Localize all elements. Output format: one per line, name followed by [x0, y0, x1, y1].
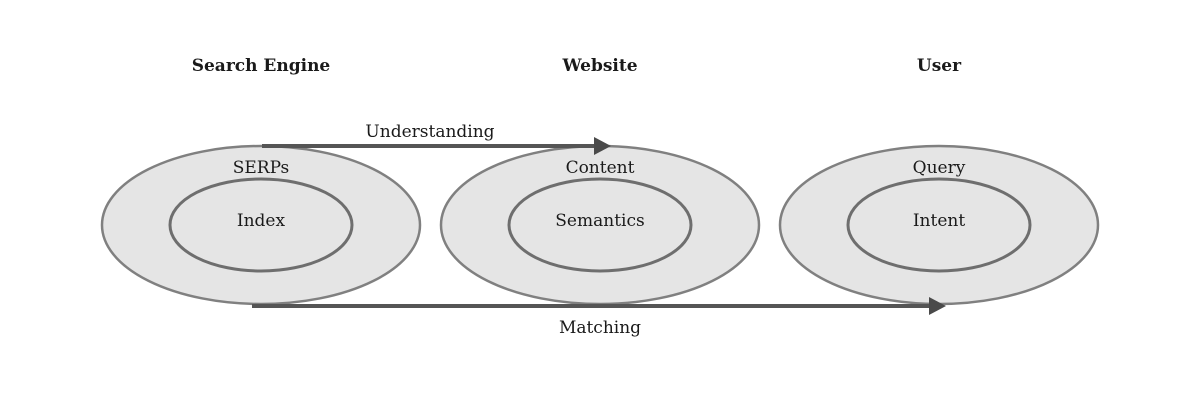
outer-label-content: Content [566, 158, 635, 178]
arrow-label-understanding: Understanding [365, 122, 494, 142]
inner-label-semantics: Semantics [555, 211, 644, 231]
inner-ellipse-index [168, 177, 354, 273]
inner-label-index: Index [237, 211, 286, 231]
heading-website: Website [561, 56, 637, 76]
heading-user: User [917, 56, 962, 76]
inner-ellipse-intent [846, 177, 1032, 273]
arrow-matching-head-icon [929, 297, 946, 315]
outer-label-query: Query [913, 158, 966, 178]
arrow-label-matching: Matching [559, 318, 641, 338]
column-website: Website Content Semantics [439, 56, 761, 306]
arrow-understanding-head-icon [594, 137, 611, 155]
outer-label-serps: SERPs [233, 158, 290, 178]
inner-label-intent: Intent [913, 211, 966, 231]
inner-ellipse-semantics [507, 177, 693, 273]
column-user: User Query Intent [778, 56, 1100, 306]
arrow-understanding: Understanding [262, 122, 611, 155]
column-search-engine: Search Engine SERPs Index [100, 56, 422, 306]
arrow-matching: Matching [252, 297, 946, 338]
heading-search-engine: Search Engine [192, 56, 331, 76]
